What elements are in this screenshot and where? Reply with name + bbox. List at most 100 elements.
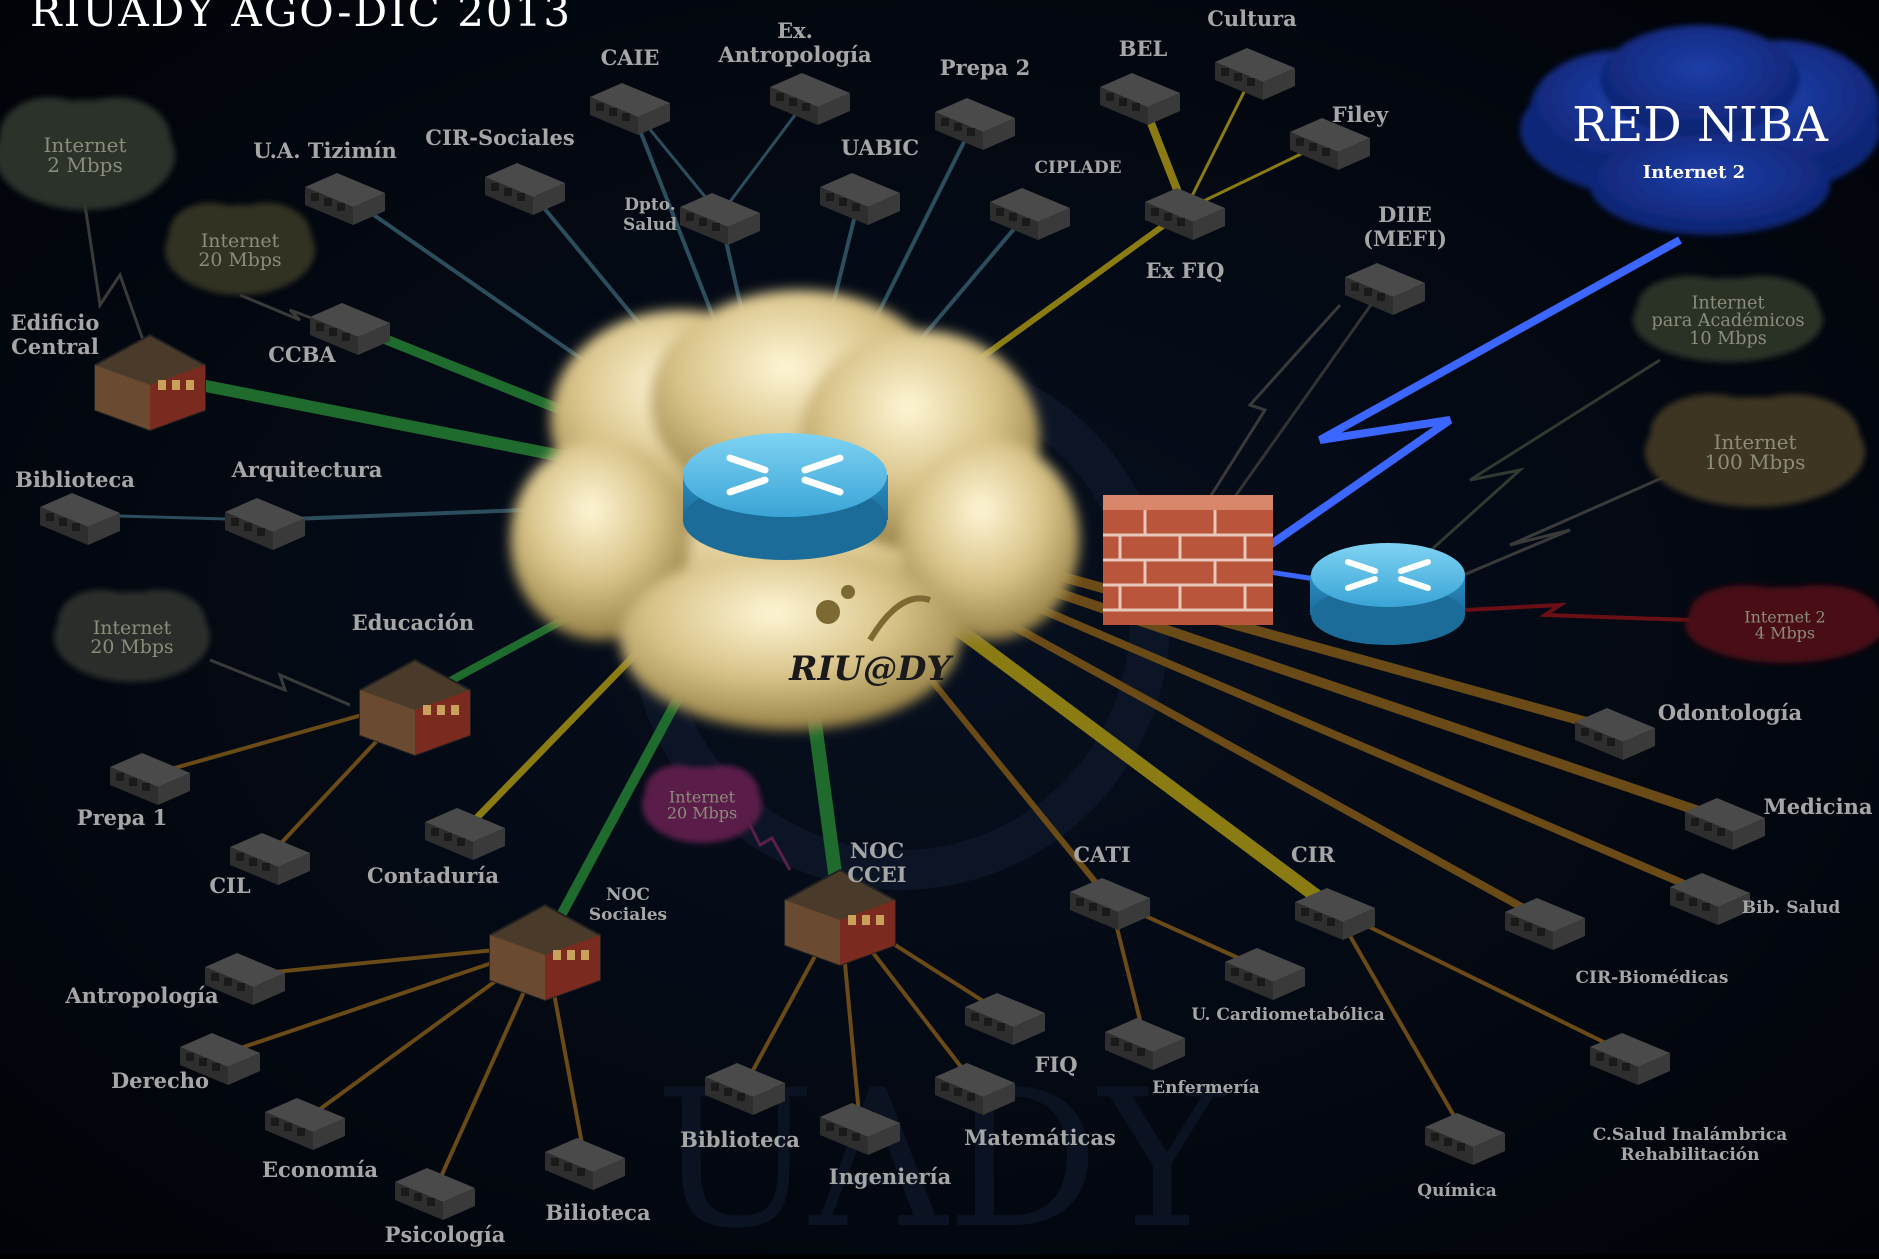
internet-20mbps-pink-bolt-link — [743, 814, 792, 871]
node-label: Química — [1417, 1181, 1496, 1201]
page-title: RIUADY AGO-DIC 2013 — [30, 0, 572, 36]
node-label: BEL — [1119, 36, 1168, 61]
node-antro: Antropología — [64, 953, 285, 1008]
node-label: Ex FIQ — [1146, 258, 1225, 283]
building-icon — [395, 1168, 475, 1202]
node-label: Dpto. — [624, 195, 675, 215]
internet-cloud-label: Internet — [1714, 430, 1797, 454]
node-cir: CIR — [1291, 842, 1375, 940]
riuady-logo-text: RIU@DY — [788, 649, 953, 689]
building-icon — [1670, 873, 1750, 907]
building-icon — [205, 953, 285, 987]
core-router-icon — [683, 433, 888, 560]
node-diie: DIIE(MEFI) — [1345, 202, 1447, 315]
building-icon — [1225, 948, 1305, 982]
internet-cloud-label: 20 Mbps — [198, 249, 281, 271]
node-educ: Educación — [352, 610, 474, 757]
node-exfiq: Ex FIQ — [1145, 188, 1225, 283]
internet-20mbps-bolt-link — [209, 658, 351, 707]
internet-100mbps-bolt-link — [1439, 468, 1681, 587]
node-medic: Medicina — [1685, 794, 1873, 850]
internet-cloud-label: 20 Mbps — [90, 636, 173, 658]
node-label: Contaduría — [367, 863, 499, 888]
node-label: CIR-Sociales — [425, 125, 574, 150]
building-icon — [40, 493, 120, 527]
internet-cloud-label: para Académicos — [1651, 310, 1804, 331]
building-icon — [1425, 1113, 1505, 1147]
building-icon — [265, 1098, 345, 1132]
internet-cloud-label: Internet — [93, 617, 172, 639]
internet-cloud-label: 2 Mbps — [47, 153, 122, 177]
node-label: CIR-Biomédicas — [1576, 968, 1729, 988]
node-label: Economía — [262, 1157, 378, 1182]
node-label: Matemáticas — [964, 1125, 1116, 1150]
node-label: Cultura — [1207, 6, 1297, 31]
node-dptosalud: Dpto.Salud — [623, 193, 760, 245]
node-cirsoc: CIR-Sociales — [425, 125, 575, 215]
building-icon — [305, 173, 385, 207]
node-bel: BEL — [1100, 36, 1180, 125]
building-icon — [425, 808, 505, 842]
internet-cloud: Internet 24 Mbps — [1685, 585, 1879, 663]
node-cil: CIL — [209, 833, 310, 898]
building-icon — [1505, 898, 1585, 932]
internet2-4mbps-bolt-link — [1464, 602, 1691, 622]
node-label: FIQ — [1034, 1052, 1077, 1077]
node-label: Edificio — [11, 310, 100, 335]
building-icon — [1290, 118, 1370, 152]
node-bibsalud: Bib. Salud — [1670, 873, 1840, 925]
node-label: (MEFI) — [1363, 226, 1447, 251]
building-icon — [545, 1138, 625, 1172]
internet-cloud-label: Internet — [1691, 294, 1764, 314]
building-icon — [820, 1103, 900, 1137]
node-label: Sociales — [589, 905, 667, 925]
internet-cloud-label: Internet 2 — [1744, 608, 1825, 627]
node-label: Ex. — [777, 18, 813, 43]
node-cultura: Cultura — [1207, 6, 1297, 100]
node-ucardio: U. Cardiometabólica — [1191, 948, 1385, 1025]
node-label: CIR — [1291, 842, 1336, 867]
node-label: Biblioteca — [680, 1127, 800, 1152]
node-ing: Ingeniería — [820, 1103, 952, 1189]
diie-bolt-link — [1203, 303, 1342, 506]
building-icon — [1575, 708, 1655, 742]
logo-dot — [841, 585, 855, 599]
node-fiq: FIQ — [965, 993, 1078, 1077]
logo-swoosh — [867, 595, 931, 642]
red-niba-bolt-link — [1267, 236, 1682, 549]
node-label: CCEI — [847, 862, 906, 887]
building-icon — [1105, 1018, 1185, 1052]
node-label: Biblioteca — [15, 467, 135, 492]
node-label: CCBA — [268, 342, 336, 367]
internet-cloud-label: 100 Mbps — [1705, 450, 1806, 474]
building-icon — [590, 83, 670, 117]
building-icon — [1590, 1033, 1670, 1067]
building-icon — [1345, 263, 1425, 297]
building-icon — [1215, 48, 1295, 82]
building-icon — [820, 173, 900, 207]
node-label: U. Cardiometabólica — [1191, 1005, 1384, 1025]
node-label: CIL — [209, 873, 251, 898]
building-icon — [935, 98, 1015, 132]
node-label: C.Salud Inalámbrica — [1593, 1125, 1788, 1145]
node-label: Prepa 2 — [940, 55, 1030, 80]
internet-cloud-label: Internet — [669, 788, 736, 807]
internet-cloud-label: Internet — [201, 230, 280, 252]
node-label: Bilioteca — [545, 1200, 651, 1225]
node-quim: Química — [1417, 1113, 1505, 1201]
link-cir-csalud — [1333, 908, 1632, 1057]
internet-cloud-label: 20 Mbps — [667, 804, 737, 823]
node-uabic: UABIC — [820, 135, 919, 225]
building-icon — [230, 833, 310, 867]
node-label: Bib. Salud — [1742, 898, 1841, 918]
node-label: Ingeniería — [829, 1164, 952, 1189]
node-label: CIPLADE — [1034, 158, 1121, 178]
node-label: Salud — [623, 215, 677, 235]
